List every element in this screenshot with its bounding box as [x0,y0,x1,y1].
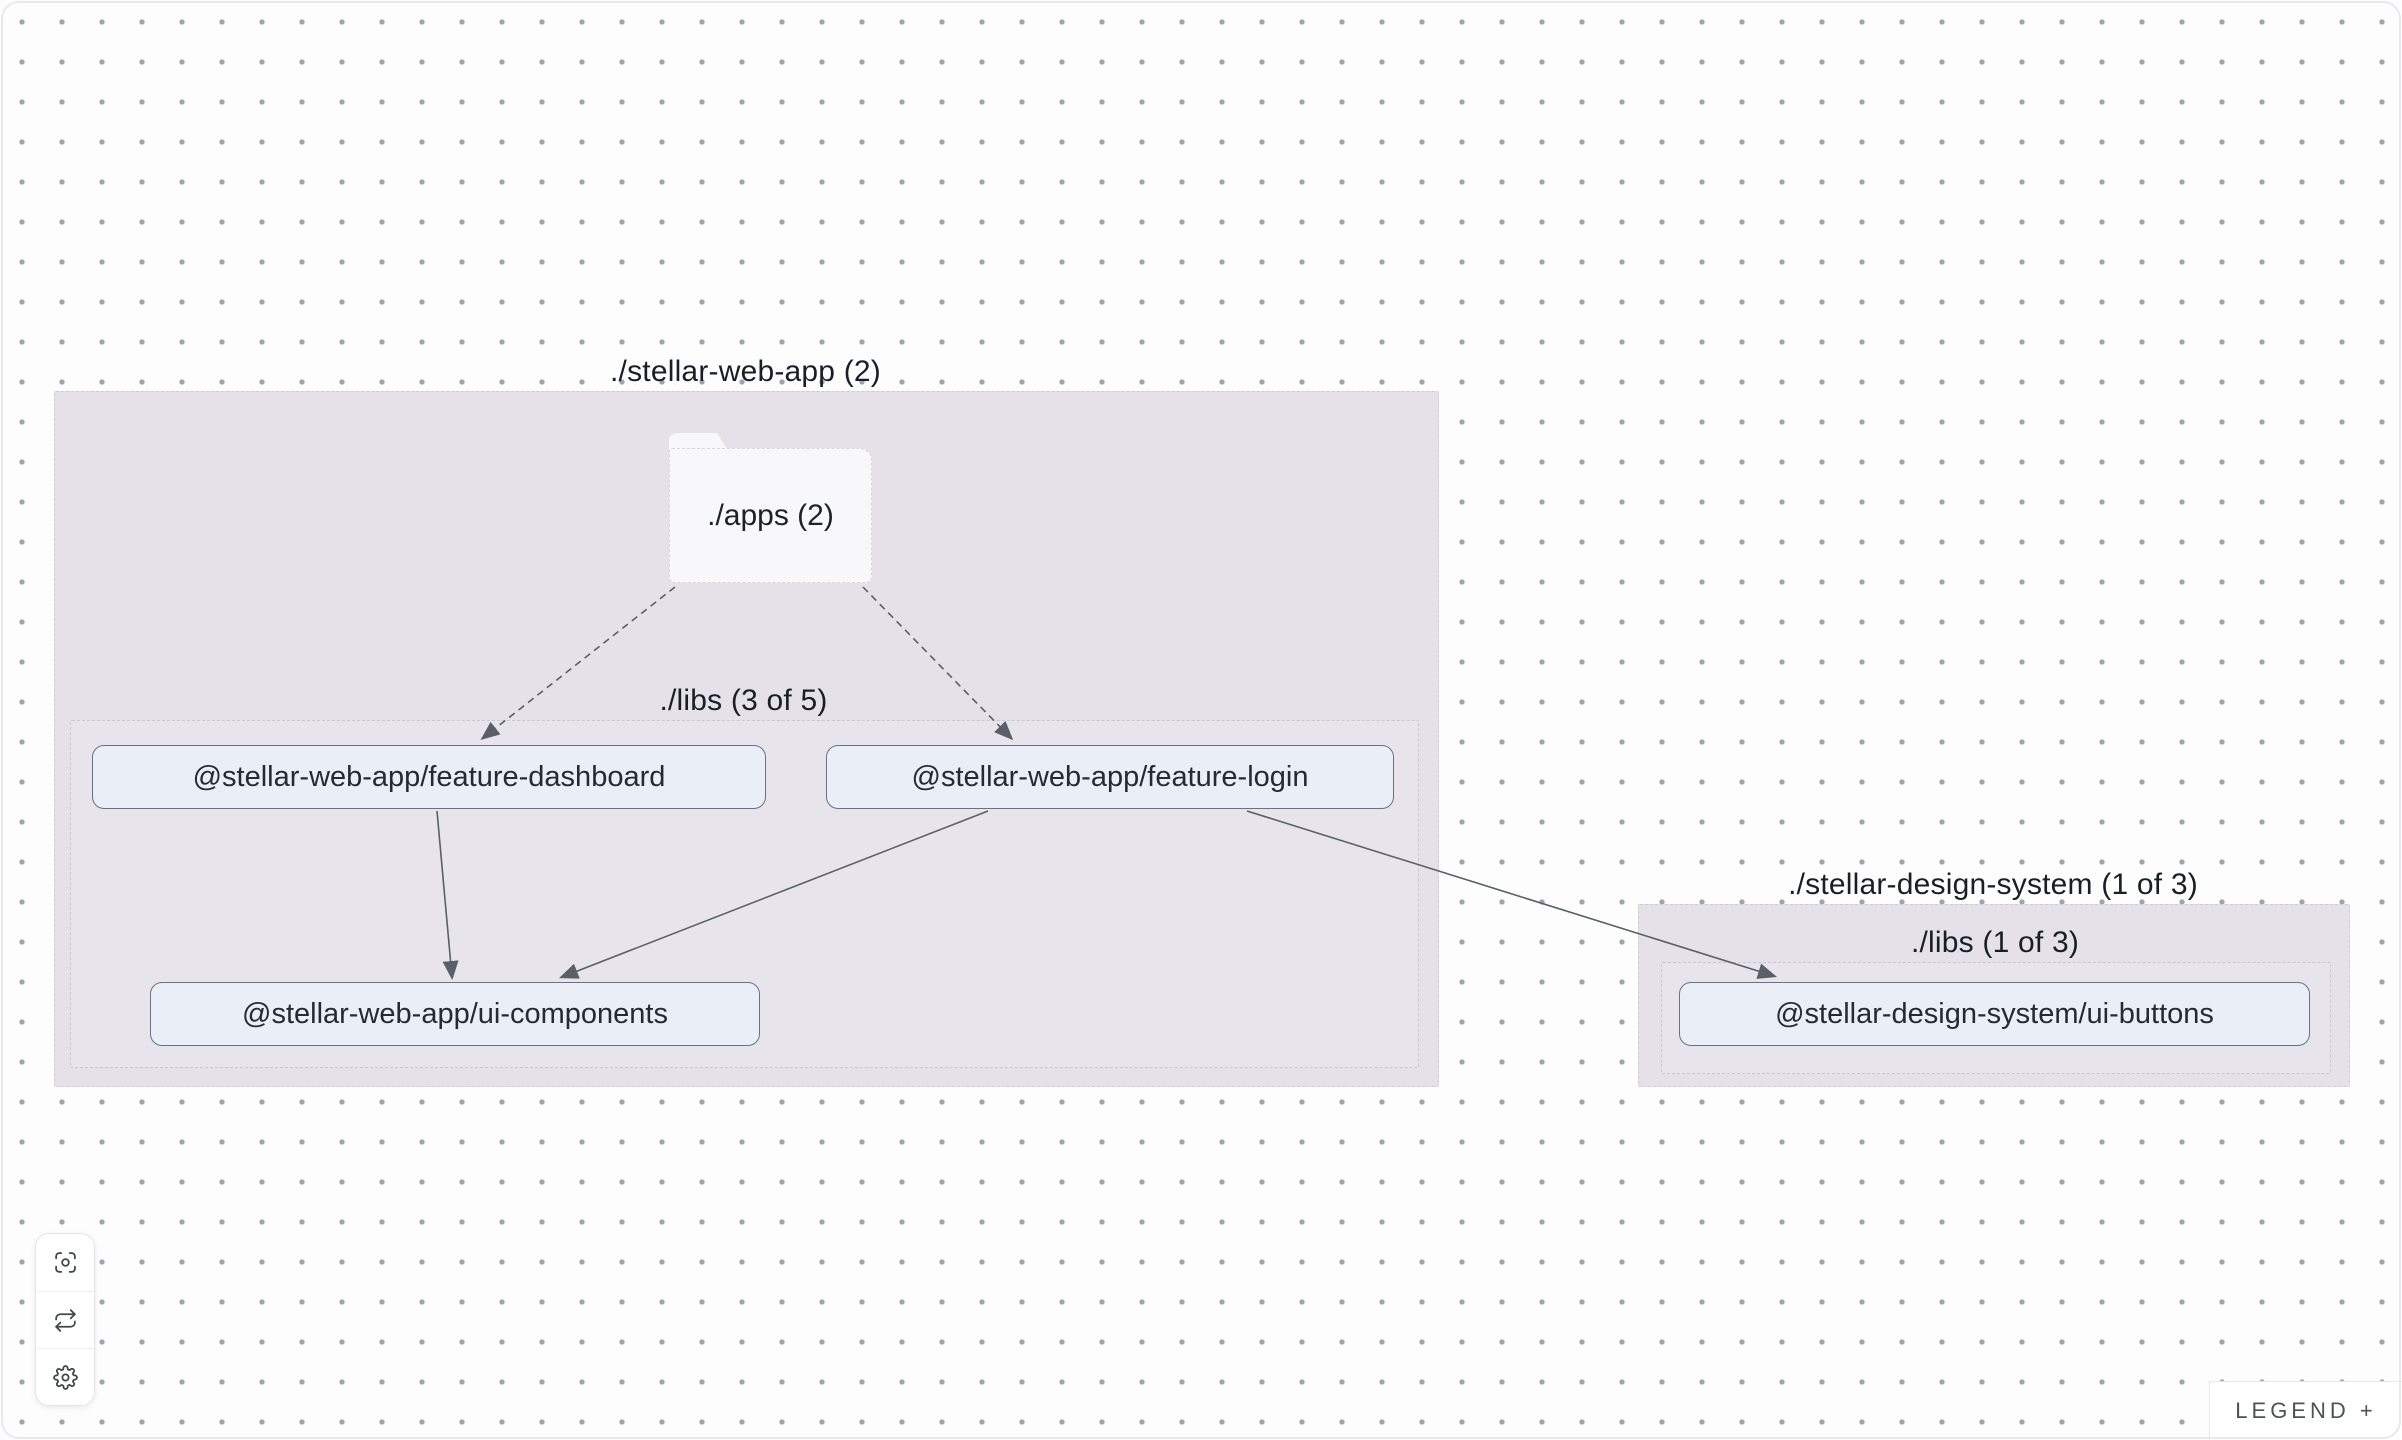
refresh-icon [54,1308,76,1332]
subgroup-label-libs-design-system: ./libs (1 of 3) [1910,926,2080,959]
folder-body: ./apps (2) [669,448,872,583]
node-feature-login[interactable]: @stellar-web-app/feature-login [826,745,1394,809]
folder-label: ./apps (2) [707,498,834,532]
node-ui-buttons[interactable]: @stellar-design-system/ui-buttons [1679,982,2310,1046]
settings-button[interactable] [36,1348,94,1405]
group-label-stellar-web-app: ./stellar-web-app (2) [610,355,881,388]
node-feature-dashboard[interactable]: @stellar-web-app/feature-dashboard [92,745,766,809]
focus-button[interactable] [36,1234,94,1291]
legend-toggle[interactable]: LEGEND + [2209,1381,2402,1440]
node-ui-components[interactable]: @stellar-web-app/ui-components [150,982,760,1046]
canvas-toolbar [35,1233,95,1406]
refresh-button[interactable] [36,1291,94,1348]
subgroup-label-libs-web-app: ./libs (3 of 5) [659,684,828,717]
gear-icon [52,1364,78,1390]
group-label-stellar-design-system: ./stellar-design-system (1 of 3) [1788,868,2198,901]
focus-icon [54,1252,76,1273]
folder-node-apps[interactable]: ./apps (2) [669,433,872,583]
